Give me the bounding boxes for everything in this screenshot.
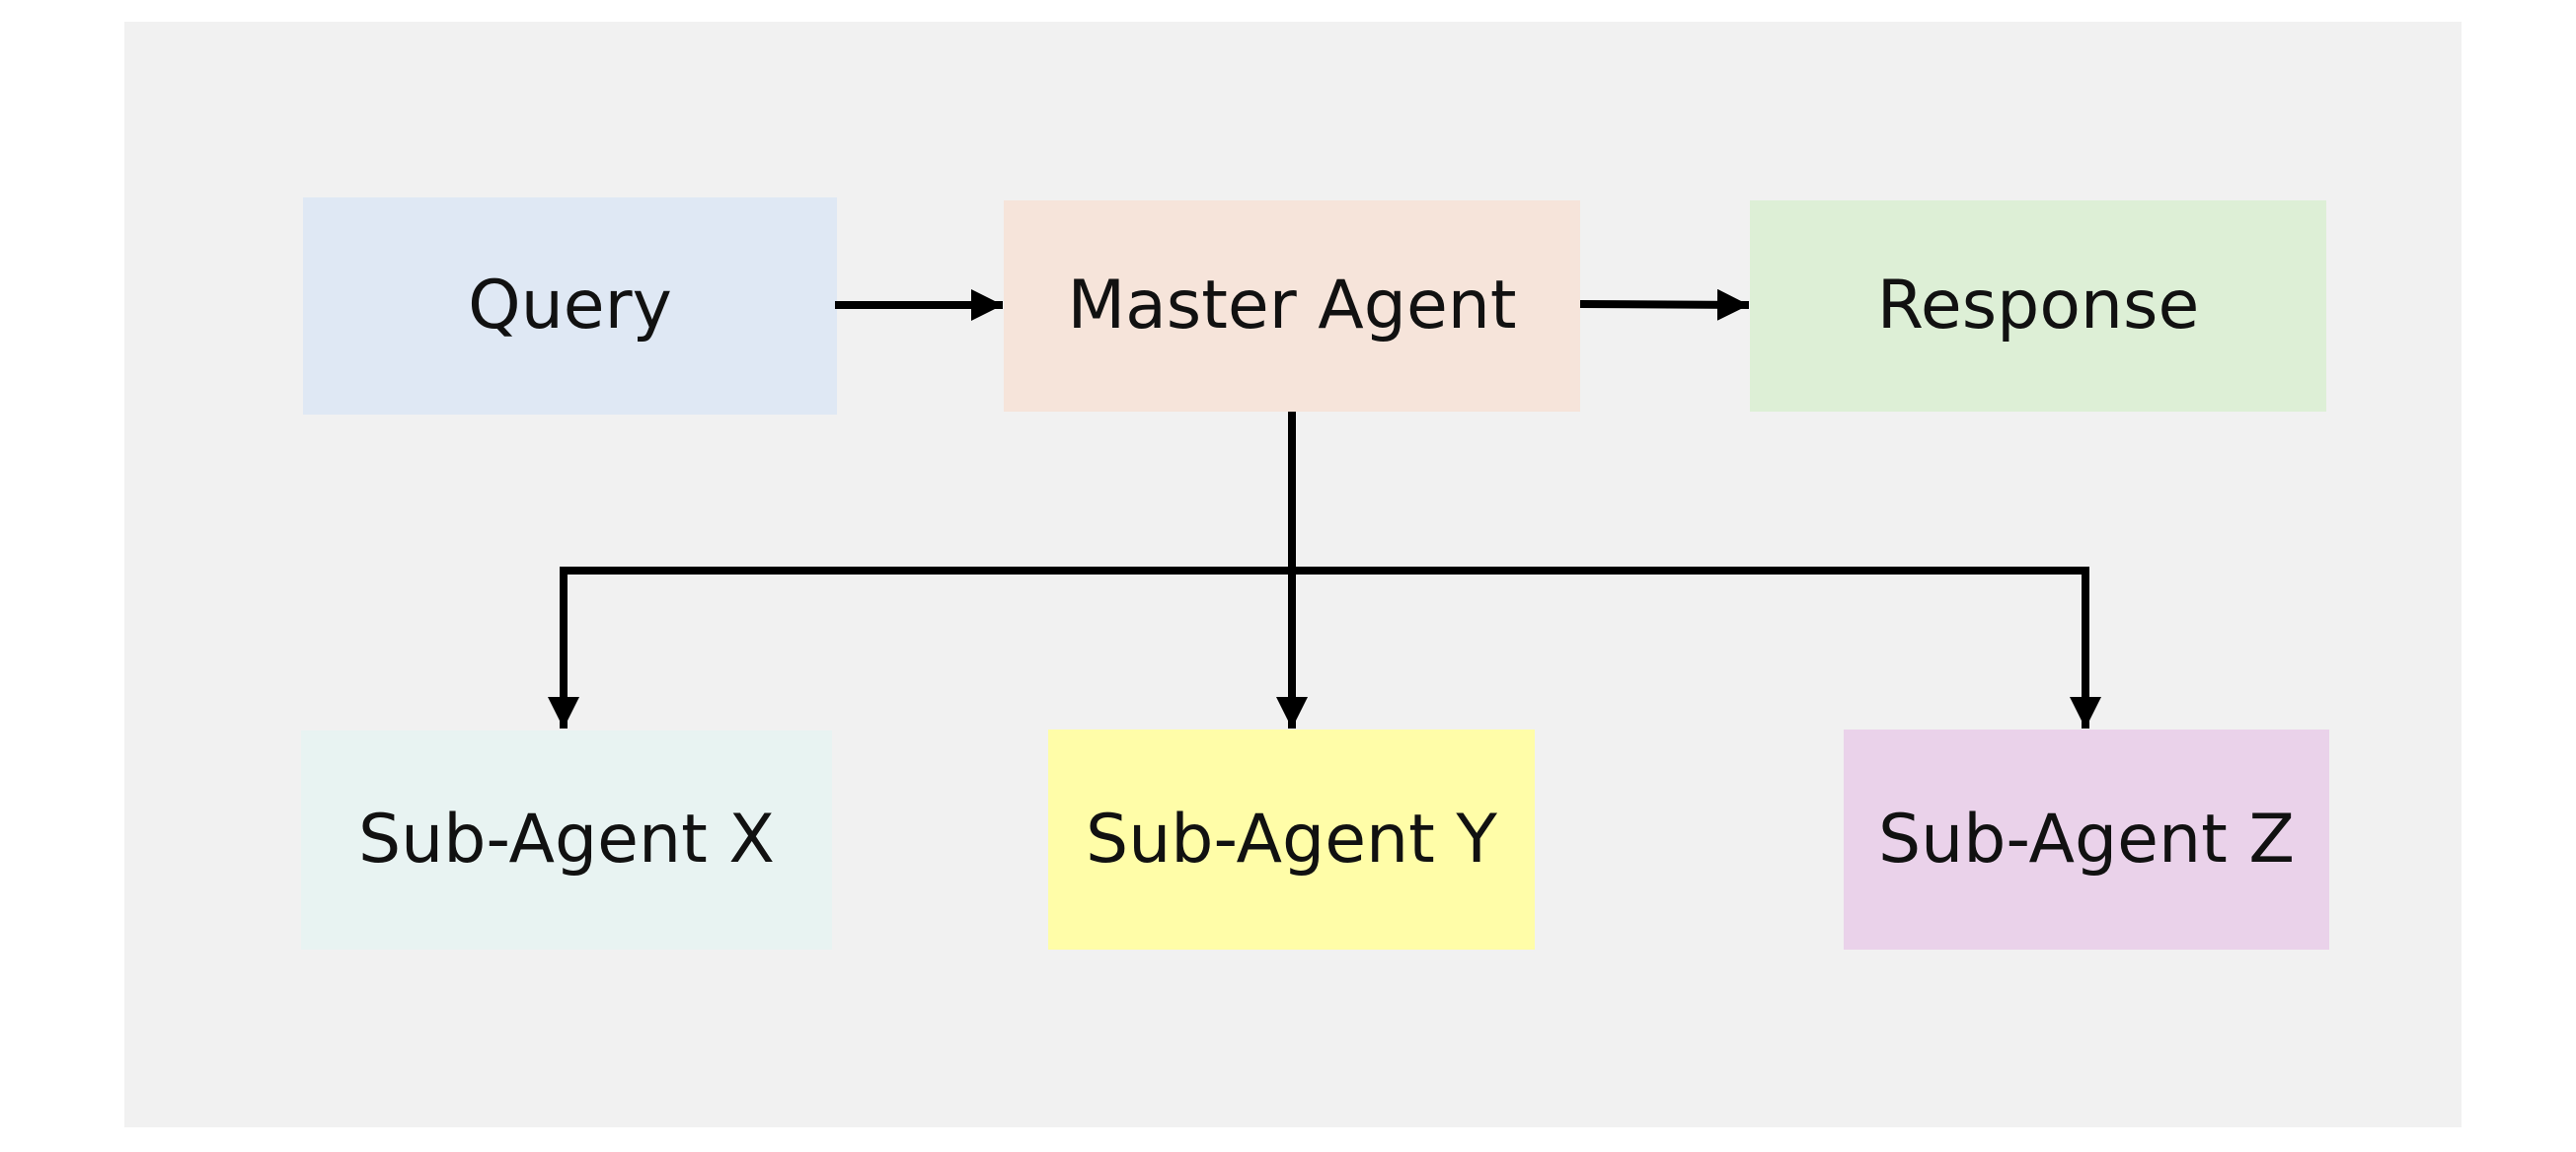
- response-node-label: Response: [1876, 267, 2200, 345]
- sub-agent-y-node: Sub-Agent Y: [1048, 730, 1535, 950]
- sub-agent-x-node-label: Sub-Agent X: [358, 801, 775, 879]
- master-agent-node: Master Agent: [1004, 200, 1580, 412]
- query-node: Query: [303, 197, 837, 415]
- sub-agent-z-node: Sub-Agent Z: [1844, 730, 2329, 950]
- sub-agent-x-node: Sub-Agent X: [301, 730, 832, 950]
- master-agent-node-label: Master Agent: [1067, 267, 1517, 345]
- diagram-canvas: [124, 22, 2462, 1127]
- sub-agent-z-node-label: Sub-Agent Z: [1878, 800, 2295, 879]
- query-node-label: Query: [468, 267, 672, 345]
- response-node: Response: [1750, 200, 2326, 412]
- sub-agent-y-node-label: Sub-Agent Y: [1086, 800, 1497, 879]
